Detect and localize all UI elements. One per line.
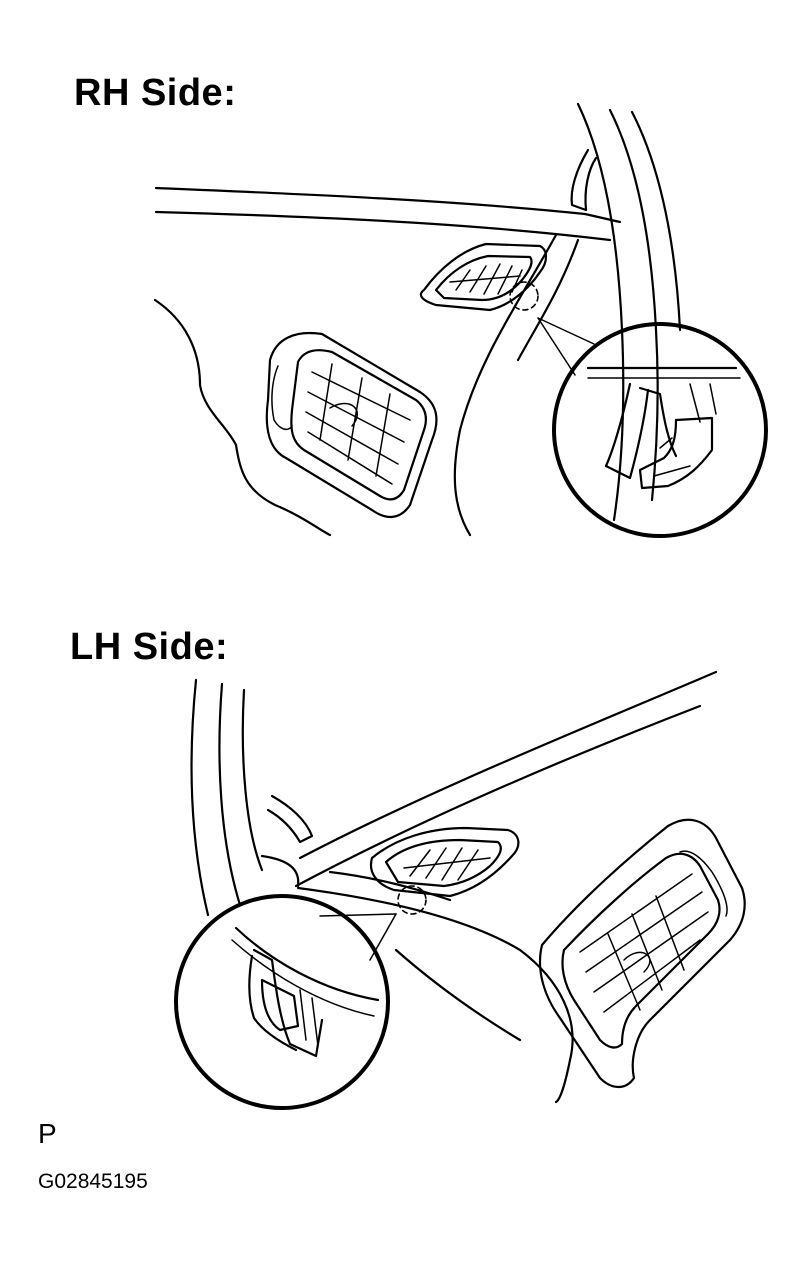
rh-leader-line (537, 317, 595, 345)
lh-side-label: LH Side: (70, 626, 229, 668)
rh-side-label: RH Side: (74, 72, 237, 114)
rh-detail-magnifier (552, 322, 768, 538)
lh-dashboard-illustration (190, 670, 746, 1104)
rh-dashboard-illustration (153, 102, 682, 537)
lh-detail-magnifier (174, 894, 390, 1110)
lh-leader-line (319, 913, 397, 917)
figure-code: G02845195 (38, 1170, 148, 1193)
mark-p: P (38, 1118, 57, 1149)
